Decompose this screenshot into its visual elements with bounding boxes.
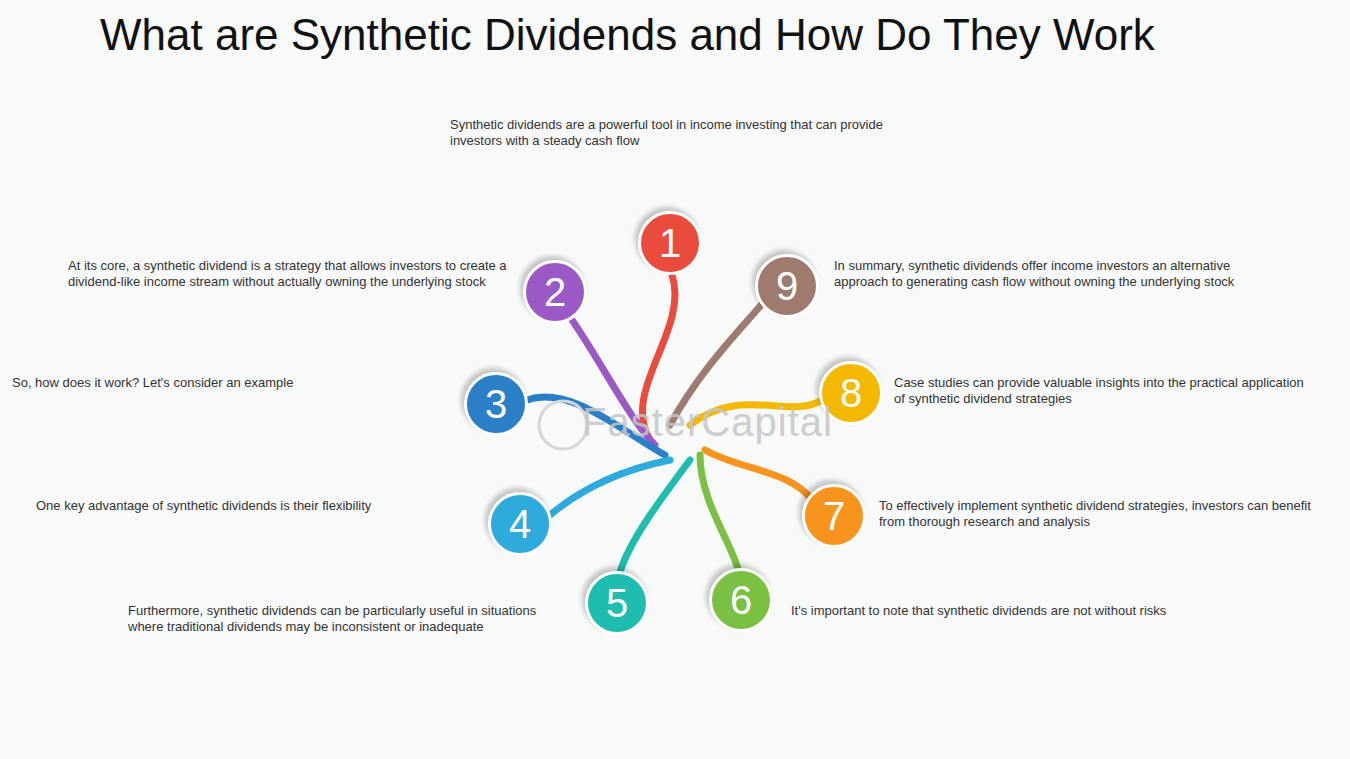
description-text: So, how does it work? Let's consider an … [12,375,432,391]
description-text: Furthermore, synthetic dividends can be … [128,603,538,635]
callout-number: 8 [840,371,862,415]
description-text: In summary, synthetic dividends offer in… [834,258,1274,290]
callout-number: 1 [659,221,681,265]
callout-number: 2 [544,270,566,314]
description-text: At its core, a synthetic dividend is a s… [68,258,513,290]
number-circle: 1 [638,211,702,275]
number-circle: 2 [523,260,587,324]
diagram-title: What are Synthetic Dividends and How Do … [100,10,1155,60]
watermark-logo [539,401,587,449]
description-text: It's important to note that synthetic di… [791,603,1331,619]
description-text: One key advantage of synthetic dividends… [36,498,476,514]
description-text: To effectively implement synthetic divid… [879,498,1319,530]
callout-number: 4 [509,502,531,546]
number-circle: 6 [709,568,773,632]
callout-number: 5 [606,581,628,625]
ribbon [620,460,690,572]
description-text: Synthetic dividends are a powerful tool … [450,117,900,149]
callout-number: 3 [485,382,507,426]
number-circle: 4 [488,492,552,556]
number-circle: 3 [464,372,528,436]
number-circle: 5 [585,571,649,635]
callout-number: 9 [776,264,798,308]
ribbon [700,455,738,569]
watermark: FasterCapital [582,400,833,445]
callout-number: 6 [730,578,752,622]
callout-number: 7 [823,494,845,538]
number-circle: 7 [802,484,866,548]
description-text: Case studies can provide valuable insigh… [894,375,1304,407]
ribbon [705,450,812,500]
number-circle: 9 [755,254,819,318]
